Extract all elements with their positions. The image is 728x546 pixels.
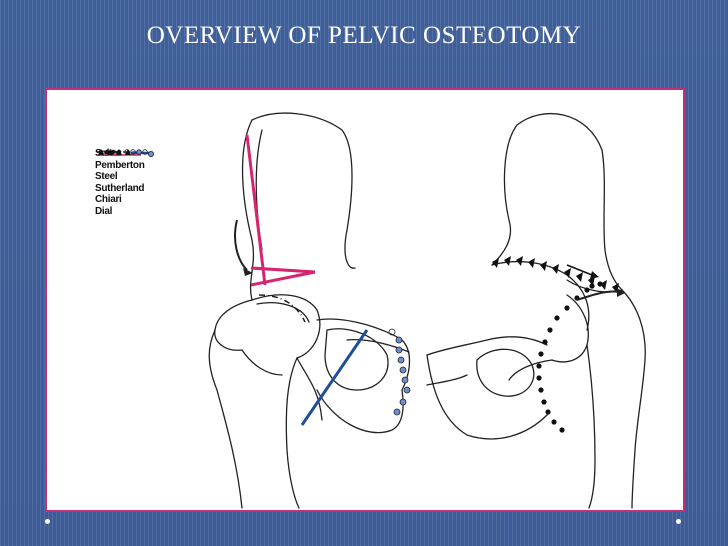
left-hip-outline: [208, 112, 411, 509]
legend-label: Chiari: [95, 194, 122, 205]
diagram-panel: Salter Pemberton Steel: [45, 88, 685, 512]
slide-bullet-right: [676, 519, 681, 524]
legend-label: Sutherland: [95, 182, 145, 194]
pelvis-diagram: [208, 112, 646, 509]
dial-osteotomy-dots: [536, 281, 603, 433]
steel-osteotomy-line: [300, 329, 369, 426]
right-hip-outline: [426, 112, 646, 509]
pemberton-osteotomy-line: [258, 294, 306, 323]
slide-title: OVERVIEW OF PELVIC OSTEOTOMY: [146, 22, 582, 49]
legend-item-dial: Dial: [95, 149, 145, 218]
dial-legend-swatch: [98, 149, 122, 155]
legend-item-pemberton: Pemberton: [95, 151, 145, 172]
chiari-osteotomy-triangles: [492, 256, 619, 293]
legend-label: Dial: [95, 205, 113, 217]
legend-item-chiari: Chiari: [95, 149, 145, 206]
legend-label: Steel: [95, 171, 118, 182]
legend-item-sutherland: Sutherland: [95, 149, 155, 195]
sutherland-osteotomy-dots: [388, 328, 411, 416]
legend-item-steel: Steel: [95, 151, 151, 183]
osteotomy-legend: Salter Pemberton Steel: [95, 148, 155, 218]
salter-osteotomy-lines: [234, 134, 316, 287]
slide-bullet-left: [45, 519, 50, 524]
legend-label: Pemberton: [95, 159, 145, 171]
